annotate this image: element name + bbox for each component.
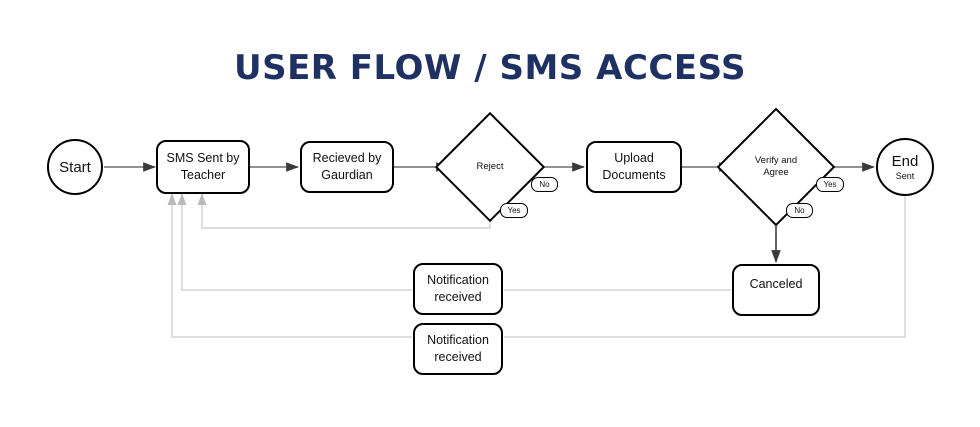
node-end-label: End — [891, 153, 919, 170]
node-upload-documents[interactable]: Upload Documents — [586, 141, 682, 193]
page-title: USER FLOW / SMS ACCESS — [233, 48, 747, 88]
node-notification2-line1: Notification — [427, 333, 489, 348]
node-notification-received-2[interactable]: Notification received — [413, 323, 503, 375]
node-upload-line1: Upload — [614, 151, 654, 166]
node-start[interactable]: Start — [47, 139, 103, 195]
node-verify-line2: Agree — [763, 167, 789, 178]
edge-reject-yes-return — [197, 193, 491, 229]
node-reject-label: Reject — [476, 160, 504, 172]
edge-label-verify-no: No — [786, 203, 813, 218]
node-canceled-label: Canceled — [749, 277, 803, 291]
node-notification1-line1: Notification — [427, 273, 489, 288]
node-end[interactable]: End Sent — [876, 138, 934, 196]
node-sms-sent[interactable]: SMS Sent by Teacher — [156, 140, 250, 194]
edge-label-reject-no: No — [531, 177, 558, 192]
node-received-line1: Recieved by — [312, 151, 382, 166]
edge-end-to-notification2 — [504, 196, 906, 338]
node-sms-sent-line1: SMS Sent by — [166, 151, 240, 166]
node-notification2-line2: received — [434, 350, 482, 364]
edge-label-reject-yes: Yes — [500, 203, 528, 218]
edge-label-verify-yes: Yes — [816, 177, 844, 192]
node-reject[interactable]: Reject — [434, 111, 546, 223]
node-end-sublabel: Sent — [895, 171, 915, 181]
node-verify-and-agree[interactable]: Verify and Agree — [716, 107, 836, 227]
node-notification-received-1[interactable]: Notification received — [413, 263, 503, 315]
node-upload-line2: Documents — [602, 168, 666, 182]
edge-notification2-return — [167, 193, 412, 338]
node-received-by-guardian[interactable]: Recieved by Gaurdian — [300, 141, 394, 193]
node-verify-line1: Verify and — [754, 154, 798, 166]
node-notification1-line2: received — [434, 290, 482, 304]
node-start-label: Start — [59, 158, 91, 176]
edge-notification1-return — [177, 193, 412, 291]
node-canceled[interactable]: Canceled — [732, 264, 820, 316]
node-sms-sent-line2: Teacher — [180, 168, 226, 182]
node-verify-label: Verify and Agree — [734, 125, 818, 209]
node-received-line2: Gaurdian — [321, 168, 373, 182]
